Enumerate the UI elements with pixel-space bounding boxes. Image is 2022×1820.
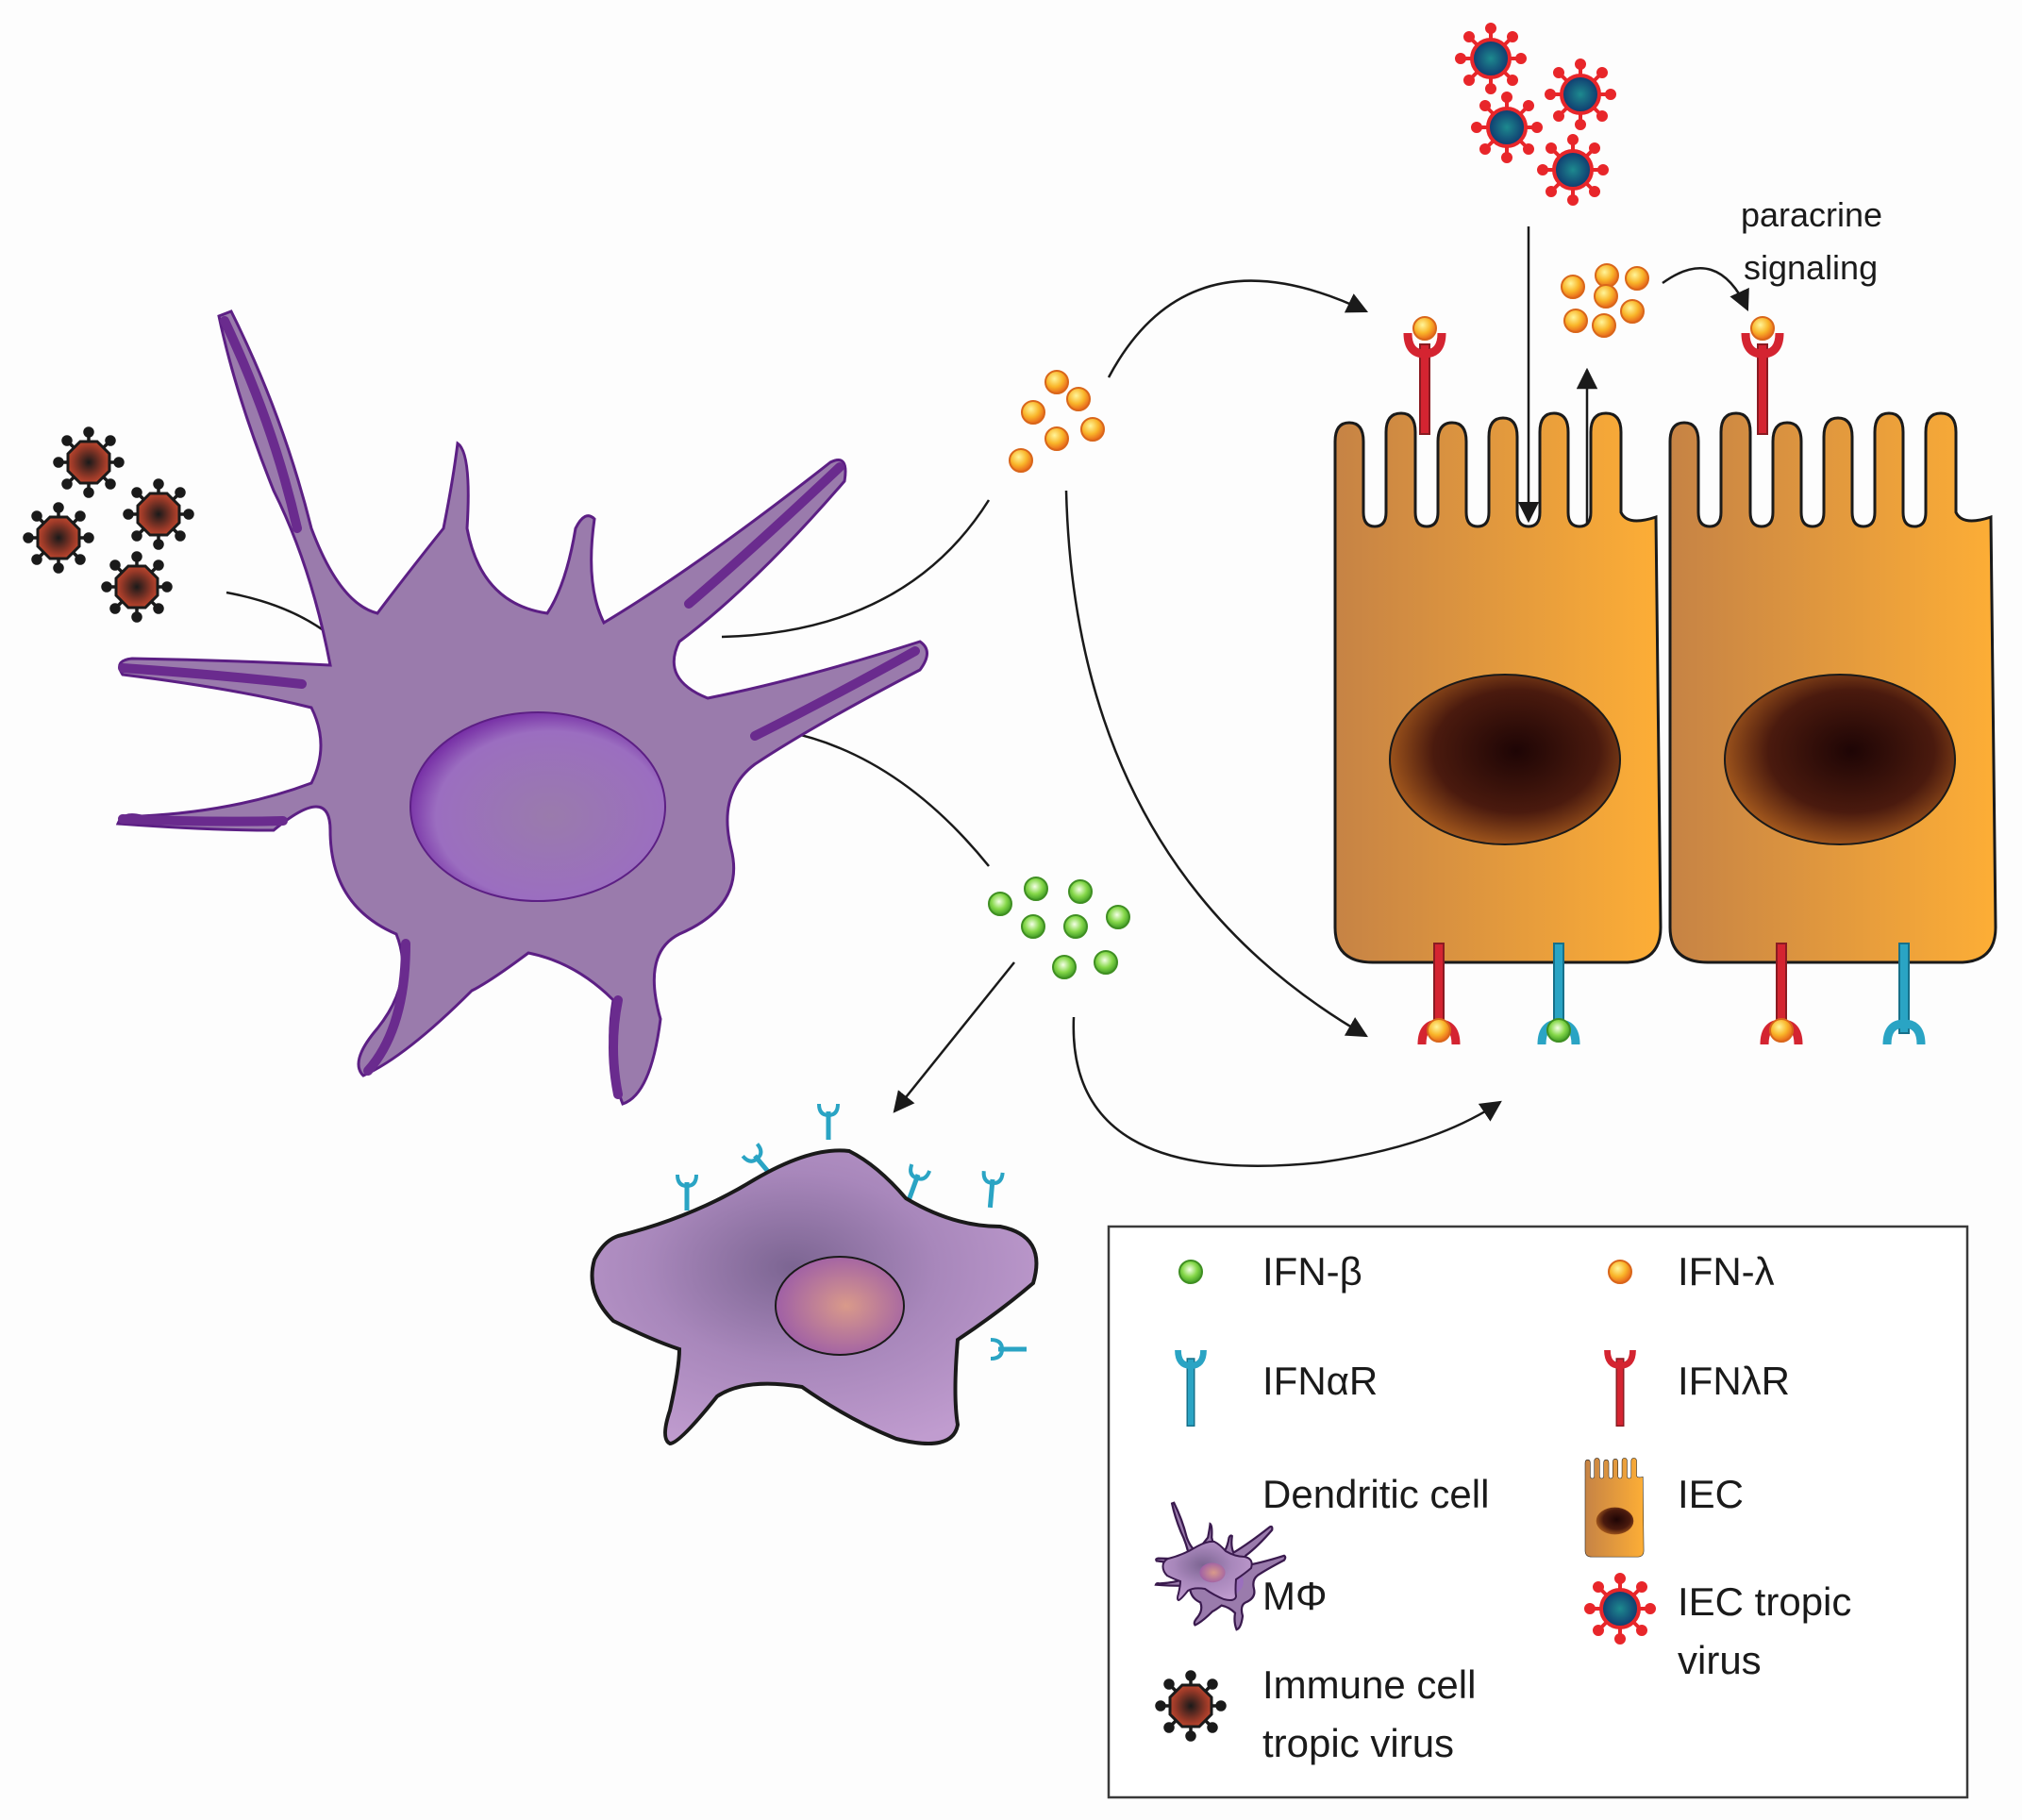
ifn-lambda-particle bbox=[1563, 309, 1588, 333]
dendritic-cell bbox=[115, 309, 928, 1106]
ifn-beta-particle bbox=[988, 892, 1012, 916]
ifn-lambda-receptor-apical bbox=[1746, 333, 1780, 434]
ifn-lambda-particle bbox=[1009, 448, 1033, 473]
immune-virus-icon bbox=[23, 502, 94, 574]
ifn-lambda-icon bbox=[1608, 1260, 1632, 1284]
ifn-lambda-particle bbox=[1592, 313, 1616, 338]
ifn-beta-icon bbox=[1178, 1260, 1203, 1284]
ifn-lambda-particle bbox=[1080, 417, 1105, 442]
iec-virus-icon bbox=[1584, 1573, 1656, 1645]
ifn-lambda-secreted-cluster bbox=[1561, 263, 1649, 338]
ifn-lambda-particle bbox=[1044, 370, 1069, 394]
immune-virus-icon bbox=[1155, 1670, 1227, 1742]
iec-virus-icon bbox=[1455, 23, 1527, 94]
dendrite-edges bbox=[118, 316, 920, 1099]
legend-ifn-alpha-r-label: IFNαR bbox=[1262, 1359, 1378, 1403]
dendritic-cell-nucleus bbox=[409, 711, 666, 902]
ifn-lambda-particle bbox=[1769, 1018, 1794, 1043]
iec-virus-icon bbox=[1471, 92, 1543, 163]
immune-virus-icon bbox=[123, 478, 194, 550]
legend-immune-virus-label-2: tropic virus bbox=[1262, 1721, 1454, 1765]
ifn-lambda-particle bbox=[1625, 266, 1649, 291]
ifn-beta-particle bbox=[1094, 950, 1118, 975]
legend-dendritic-cell-label: Dendritic cell bbox=[1262, 1472, 1489, 1516]
arrow-paracrine bbox=[1662, 267, 1749, 312]
ifn-beta-particle bbox=[1106, 905, 1130, 929]
dendritic-cell-body bbox=[115, 309, 928, 1106]
immune-virus-group bbox=[23, 426, 194, 623]
ifn-beta-particle bbox=[1068, 879, 1093, 904]
iec-virus-icon bbox=[1537, 134, 1609, 206]
ifn-alpha-receptor-icon bbox=[980, 1171, 1002, 1209]
legend-ifn-lambda-r-label: IFNλR bbox=[1678, 1359, 1790, 1403]
legend-ifn-beta-label: IFN-β bbox=[1262, 1249, 1362, 1294]
ifn-beta-particle bbox=[1063, 914, 1088, 939]
legend-iec-virus-label-1: IEC tropic bbox=[1678, 1579, 1851, 1624]
immune-virus-icon bbox=[101, 551, 173, 623]
ifn-lambda-particle bbox=[1594, 284, 1618, 309]
arrow-lambda-to-apical bbox=[1107, 279, 1369, 378]
ifn-lambda-particle bbox=[1595, 263, 1619, 288]
ifn-lambda-particle bbox=[1066, 387, 1091, 411]
macrophage-icon bbox=[1161, 1540, 1253, 1602]
ifn-beta-particle bbox=[1546, 1018, 1571, 1043]
legend-box bbox=[1107, 1225, 1969, 1799]
legend-iec-virus-label-2: virus bbox=[1678, 1638, 1762, 1682]
macrophage-nucleus bbox=[775, 1256, 905, 1356]
immune-virus-icon bbox=[53, 426, 125, 498]
ifn-lambda-particle bbox=[1412, 316, 1437, 341]
legend-immune-virus-label-1: Immune cell bbox=[1262, 1662, 1476, 1707]
iec-virus-icon bbox=[1545, 58, 1616, 130]
iec-icon bbox=[1584, 1458, 1645, 1558]
ifn-alpha-receptor-icon bbox=[677, 1175, 696, 1211]
legend-iec-label: IEC bbox=[1678, 1472, 1744, 1516]
iec-left bbox=[1333, 411, 1663, 964]
ifn-beta-particle bbox=[1024, 877, 1048, 901]
iec-right bbox=[1668, 411, 1997, 964]
ifn-beta-particle bbox=[1052, 955, 1077, 979]
iec-nucleus bbox=[1724, 674, 1956, 845]
paracrine-label: paracrine bbox=[1741, 195, 1882, 234]
arrow-lambda-to-basal bbox=[1064, 490, 1368, 1038]
ifn-lambda-particle bbox=[1561, 275, 1585, 299]
legend-macrophage-label: MΦ bbox=[1262, 1574, 1328, 1618]
ifn-alpha-receptor-icon bbox=[991, 1340, 1027, 1359]
macrophage bbox=[590, 1104, 1039, 1446]
signaling-label: signaling bbox=[1744, 248, 1878, 287]
iec-virus-group bbox=[1455, 23, 1616, 206]
ifn-lambda-particle bbox=[1620, 299, 1645, 324]
ifn-lambda-cluster bbox=[1009, 370, 1105, 473]
ifn-lambda-particle bbox=[1750, 316, 1775, 341]
legend: IFN-β IFN-λ IFNαR IFNλR Dendritic cell I… bbox=[1107, 1225, 1969, 1799]
ifn-beta-cluster bbox=[988, 877, 1130, 979]
arrow-beta-to-iec bbox=[1072, 1016, 1502, 1167]
ifn-lambda-particle bbox=[1427, 1018, 1451, 1043]
ifn-beta-particle bbox=[1021, 914, 1045, 939]
line-dc-to-lambda bbox=[721, 499, 991, 639]
arrow-beta-to-macrophage bbox=[893, 961, 1015, 1113]
ifn-lambda-particle bbox=[1044, 426, 1069, 451]
ifn-lambda-particle bbox=[1021, 400, 1045, 425]
legend-ifn-lambda-label: IFN-λ bbox=[1678, 1249, 1775, 1294]
iec-nucleus bbox=[1389, 674, 1621, 845]
ifn-alpha-receptor-icon bbox=[819, 1104, 838, 1140]
signaling-arrows bbox=[226, 226, 1749, 1167]
